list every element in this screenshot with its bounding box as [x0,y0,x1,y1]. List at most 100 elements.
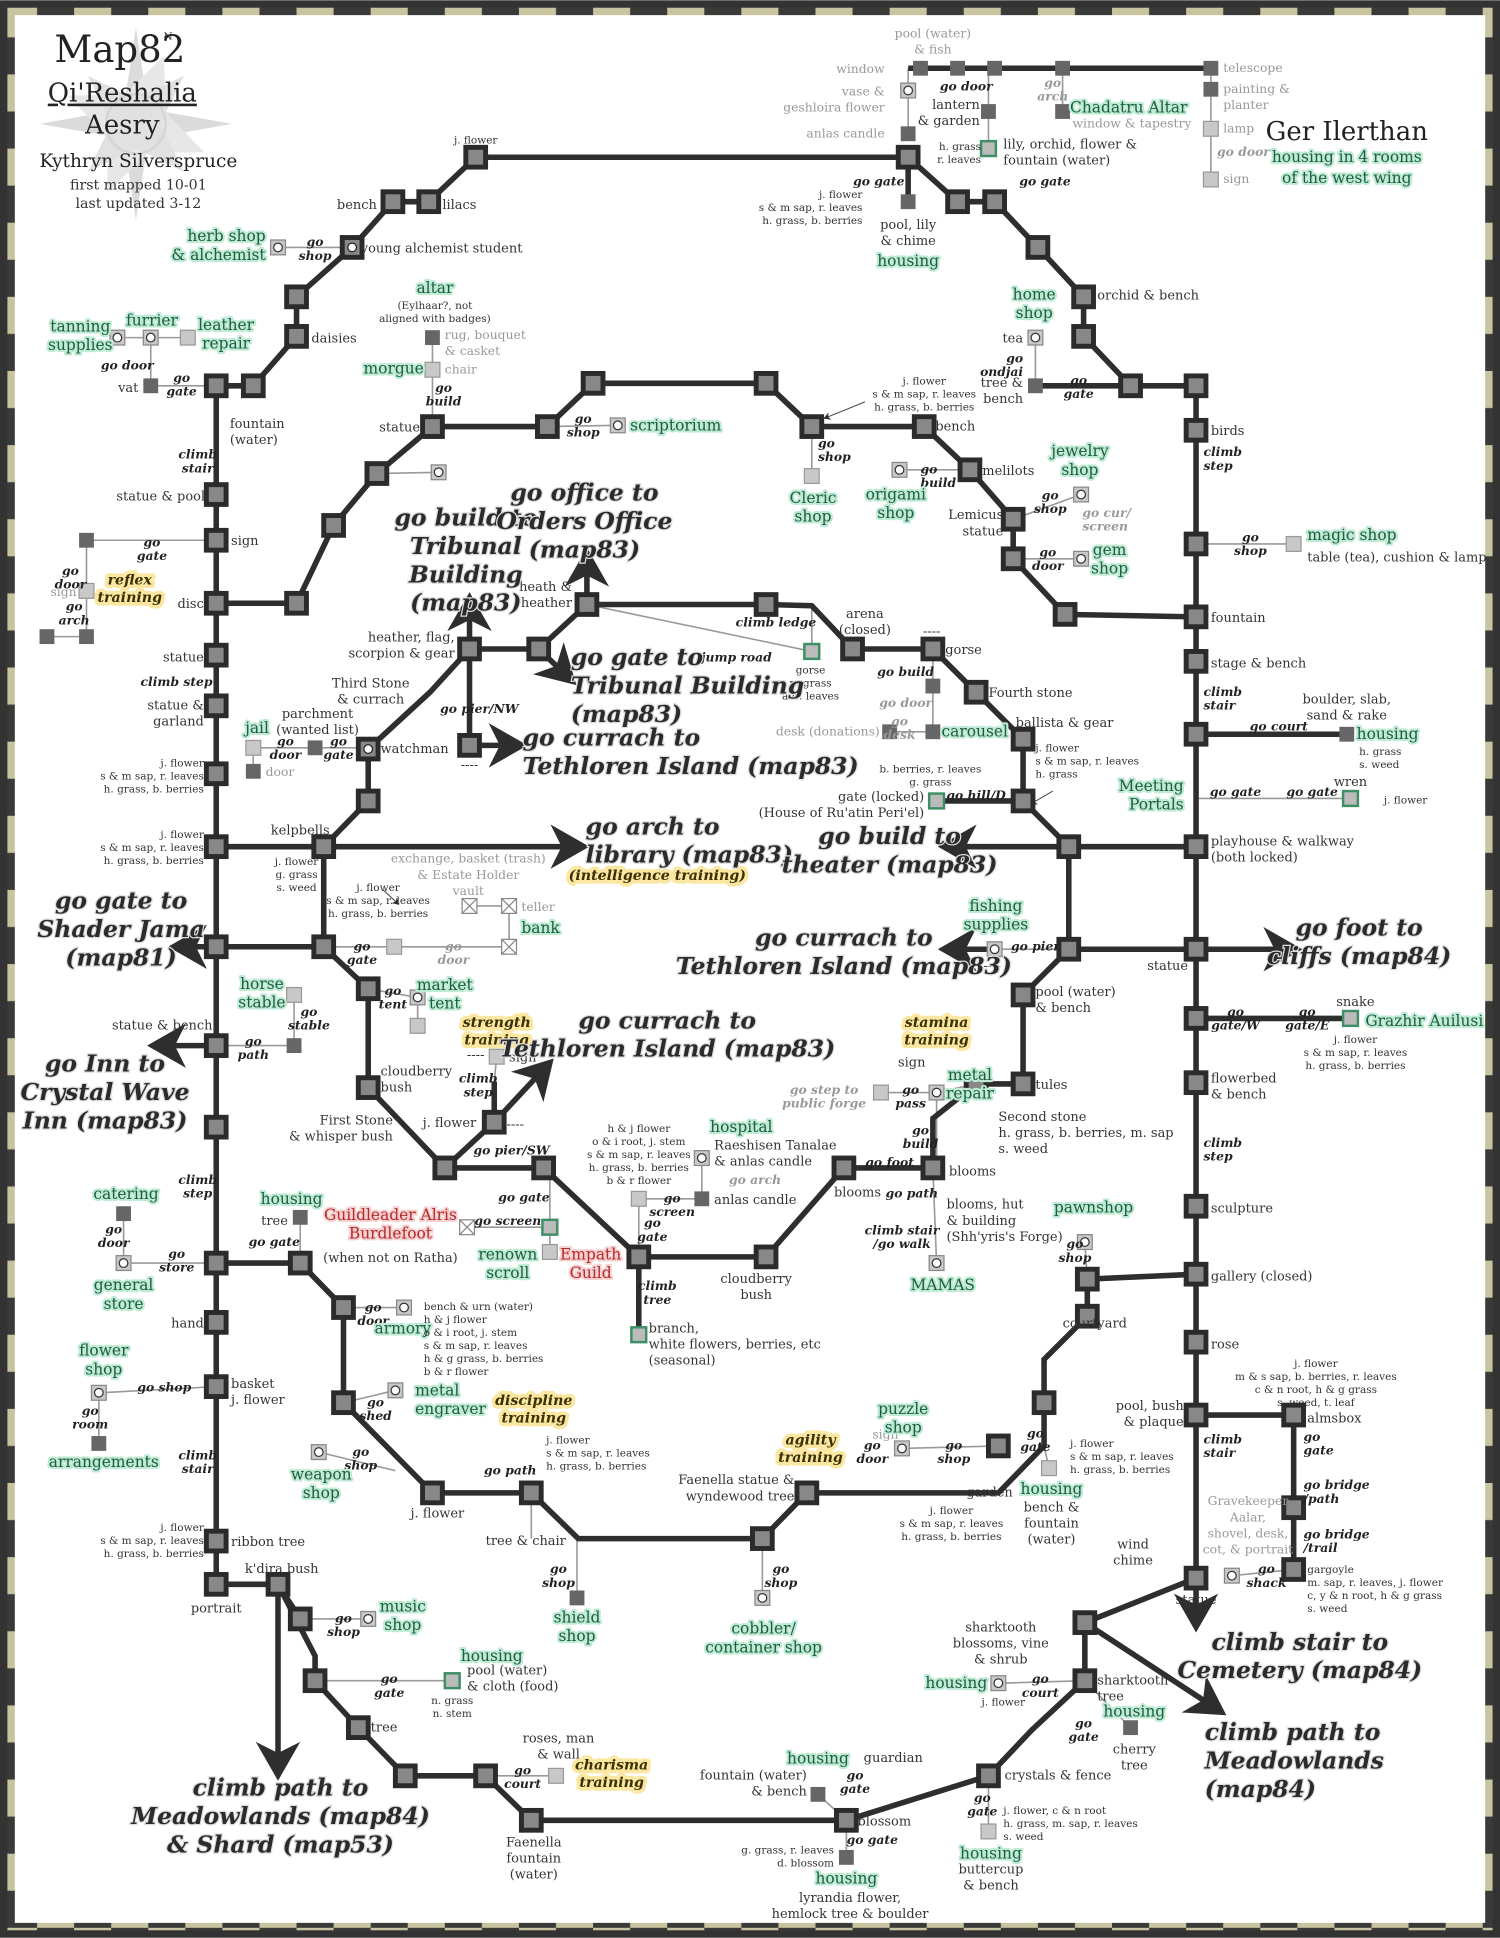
label-cleric[interactable]: Cleric [787,487,838,509]
label-meeting[interactable]: Portals [1127,793,1186,815]
side-room-node[interactable] [900,126,916,142]
room-node[interactable] [920,1155,946,1181]
room-node[interactable] [963,1071,989,1097]
room-node[interactable] [1031,1390,1057,1416]
room-node[interactable] [203,934,229,960]
label-housing-r1[interactable]: housing [1355,723,1421,745]
exit-currach-sw[interactable]: go currach to [577,1005,757,1035]
room-node[interactable] [1183,373,1209,399]
label-horse[interactable]: stable [236,991,288,1013]
side-room-node[interactable] [115,1255,132,1272]
label-flower-shop[interactable]: shop [83,1358,124,1380]
room-node[interactable] [1072,1668,1098,1694]
room-node[interactable] [203,527,229,553]
room-node[interactable] [1183,1402,1209,1428]
room-node[interactable] [526,636,552,662]
room-node[interactable] [1281,1402,1307,1428]
exit-cemetery[interactable]: climb stair to [1210,1627,1389,1657]
room-node[interactable] [432,1155,458,1181]
room-node[interactable] [355,788,381,814]
room-node[interactable] [1052,602,1078,627]
side-room-node[interactable] [1339,726,1355,742]
exit-cliffs[interactable]: go foot to [1294,912,1424,942]
exit-currach-pier[interactable]: go currach to [754,922,934,952]
room-node[interactable] [203,1250,229,1276]
room-node[interactable] [963,679,989,705]
side-room-node[interactable] [927,792,946,810]
side-room-node[interactable] [91,1436,107,1451]
side-room-node[interactable] [541,1218,559,1236]
room-node[interactable] [284,324,309,349]
room-node[interactable] [945,189,970,215]
room-node[interactable] [345,1715,371,1741]
side-room-node[interactable] [882,724,898,740]
label-meeting[interactable]: Meeting [1116,775,1185,797]
room-node[interactable] [531,1155,557,1181]
side-room-node[interactable] [1040,1460,1058,1477]
exit-currach-sw[interactable]: Tethloren Island (map83) [498,1033,836,1063]
label-puzzle[interactable]: shop [883,1416,924,1438]
exit-meadowlands-w[interactable]: Meadowlands (map84) [129,1801,431,1831]
label-shield[interactable]: shop [556,1625,597,1647]
room-node[interactable] [457,636,482,662]
room-node[interactable] [1183,1565,1209,1591]
room-node[interactable] [794,1480,820,1506]
label-metal-repair[interactable]: metal [946,1064,995,1086]
label-pawnshop[interactable]: pawnshop [1052,1196,1136,1218]
label-metal-repair[interactable]: repair [944,1083,997,1105]
exit-meadowlands-e[interactable]: Meadowlands [1202,1745,1385,1775]
room-node[interactable] [302,1668,328,1694]
label-housing-b2[interactable]: housing [813,1867,879,1889]
side-room-node[interactable] [79,629,94,645]
label-housing-gar[interactable]: housing [1018,1478,1084,1500]
room-node[interactable] [1183,1193,1209,1219]
room-node[interactable] [203,1374,229,1399]
exit-tribunal-build[interactable]: Building [407,559,524,589]
exit-crystal-wave[interactable]: Crystal Wave [19,1077,191,1107]
room-node[interactable] [473,1763,498,1789]
label-market[interactable]: market [415,974,476,996]
side-room-node[interactable] [1203,60,1219,76]
label-jewelry[interactable]: shop [1059,459,1100,481]
label-tanning[interactable]: supplies [46,334,115,356]
side-room-node[interactable] [386,938,403,955]
label-weapon[interactable]: shop [301,1482,342,1504]
side-room-node[interactable] [143,378,159,394]
room-node[interactable] [331,1295,356,1320]
room-node[interactable] [982,189,1008,215]
side-room-node[interactable] [409,989,426,1006]
label-altar[interactable]: altar [414,277,456,299]
exit-cliffs[interactable]: cliffs (map84) [1266,941,1453,971]
side-room-node[interactable] [900,194,916,210]
label-puzzle[interactable]: puzzle [876,1398,930,1420]
label-housing-top[interactable]: housing [875,250,941,272]
room-node[interactable] [911,414,937,439]
side-room-node[interactable] [609,417,626,434]
exit-meadowlands-w[interactable]: climb path to [191,1772,369,1802]
room-node[interactable] [420,414,445,439]
exit-tribunal-gate[interactable]: Tribunal Building [570,670,806,700]
room-node[interactable] [287,1606,313,1632]
side-room-node[interactable] [979,139,998,158]
side-room-node[interactable] [803,642,821,661]
exit-meadowlands-e[interactable]: (map84) [1203,1774,1317,1804]
side-room-node[interactable] [360,1610,377,1627]
room-node[interactable] [920,636,946,662]
room-node[interactable] [1056,834,1082,860]
label-catering[interactable]: catering [91,1183,161,1205]
room-node[interactable] [750,1526,775,1551]
room-node[interactable] [895,144,921,170]
label-herb-shop[interactable]: herb shop [185,225,268,247]
room-node[interactable] [1183,834,1209,860]
side-room-node[interactable] [387,1382,404,1399]
side-room-node[interactable] [501,897,518,915]
side-room-node[interactable] [109,329,126,346]
side-room-node[interactable] [488,1048,505,1065]
side-room-node[interactable] [424,361,441,378]
exit-tribunal-build[interactable]: Tribunal [409,531,523,561]
room-node[interactable] [840,636,865,662]
label-general[interactable]: store [101,1293,145,1315]
room-node[interactable] [753,370,779,396]
room-node[interactable] [753,592,779,617]
room-node[interactable] [1183,1070,1209,1096]
